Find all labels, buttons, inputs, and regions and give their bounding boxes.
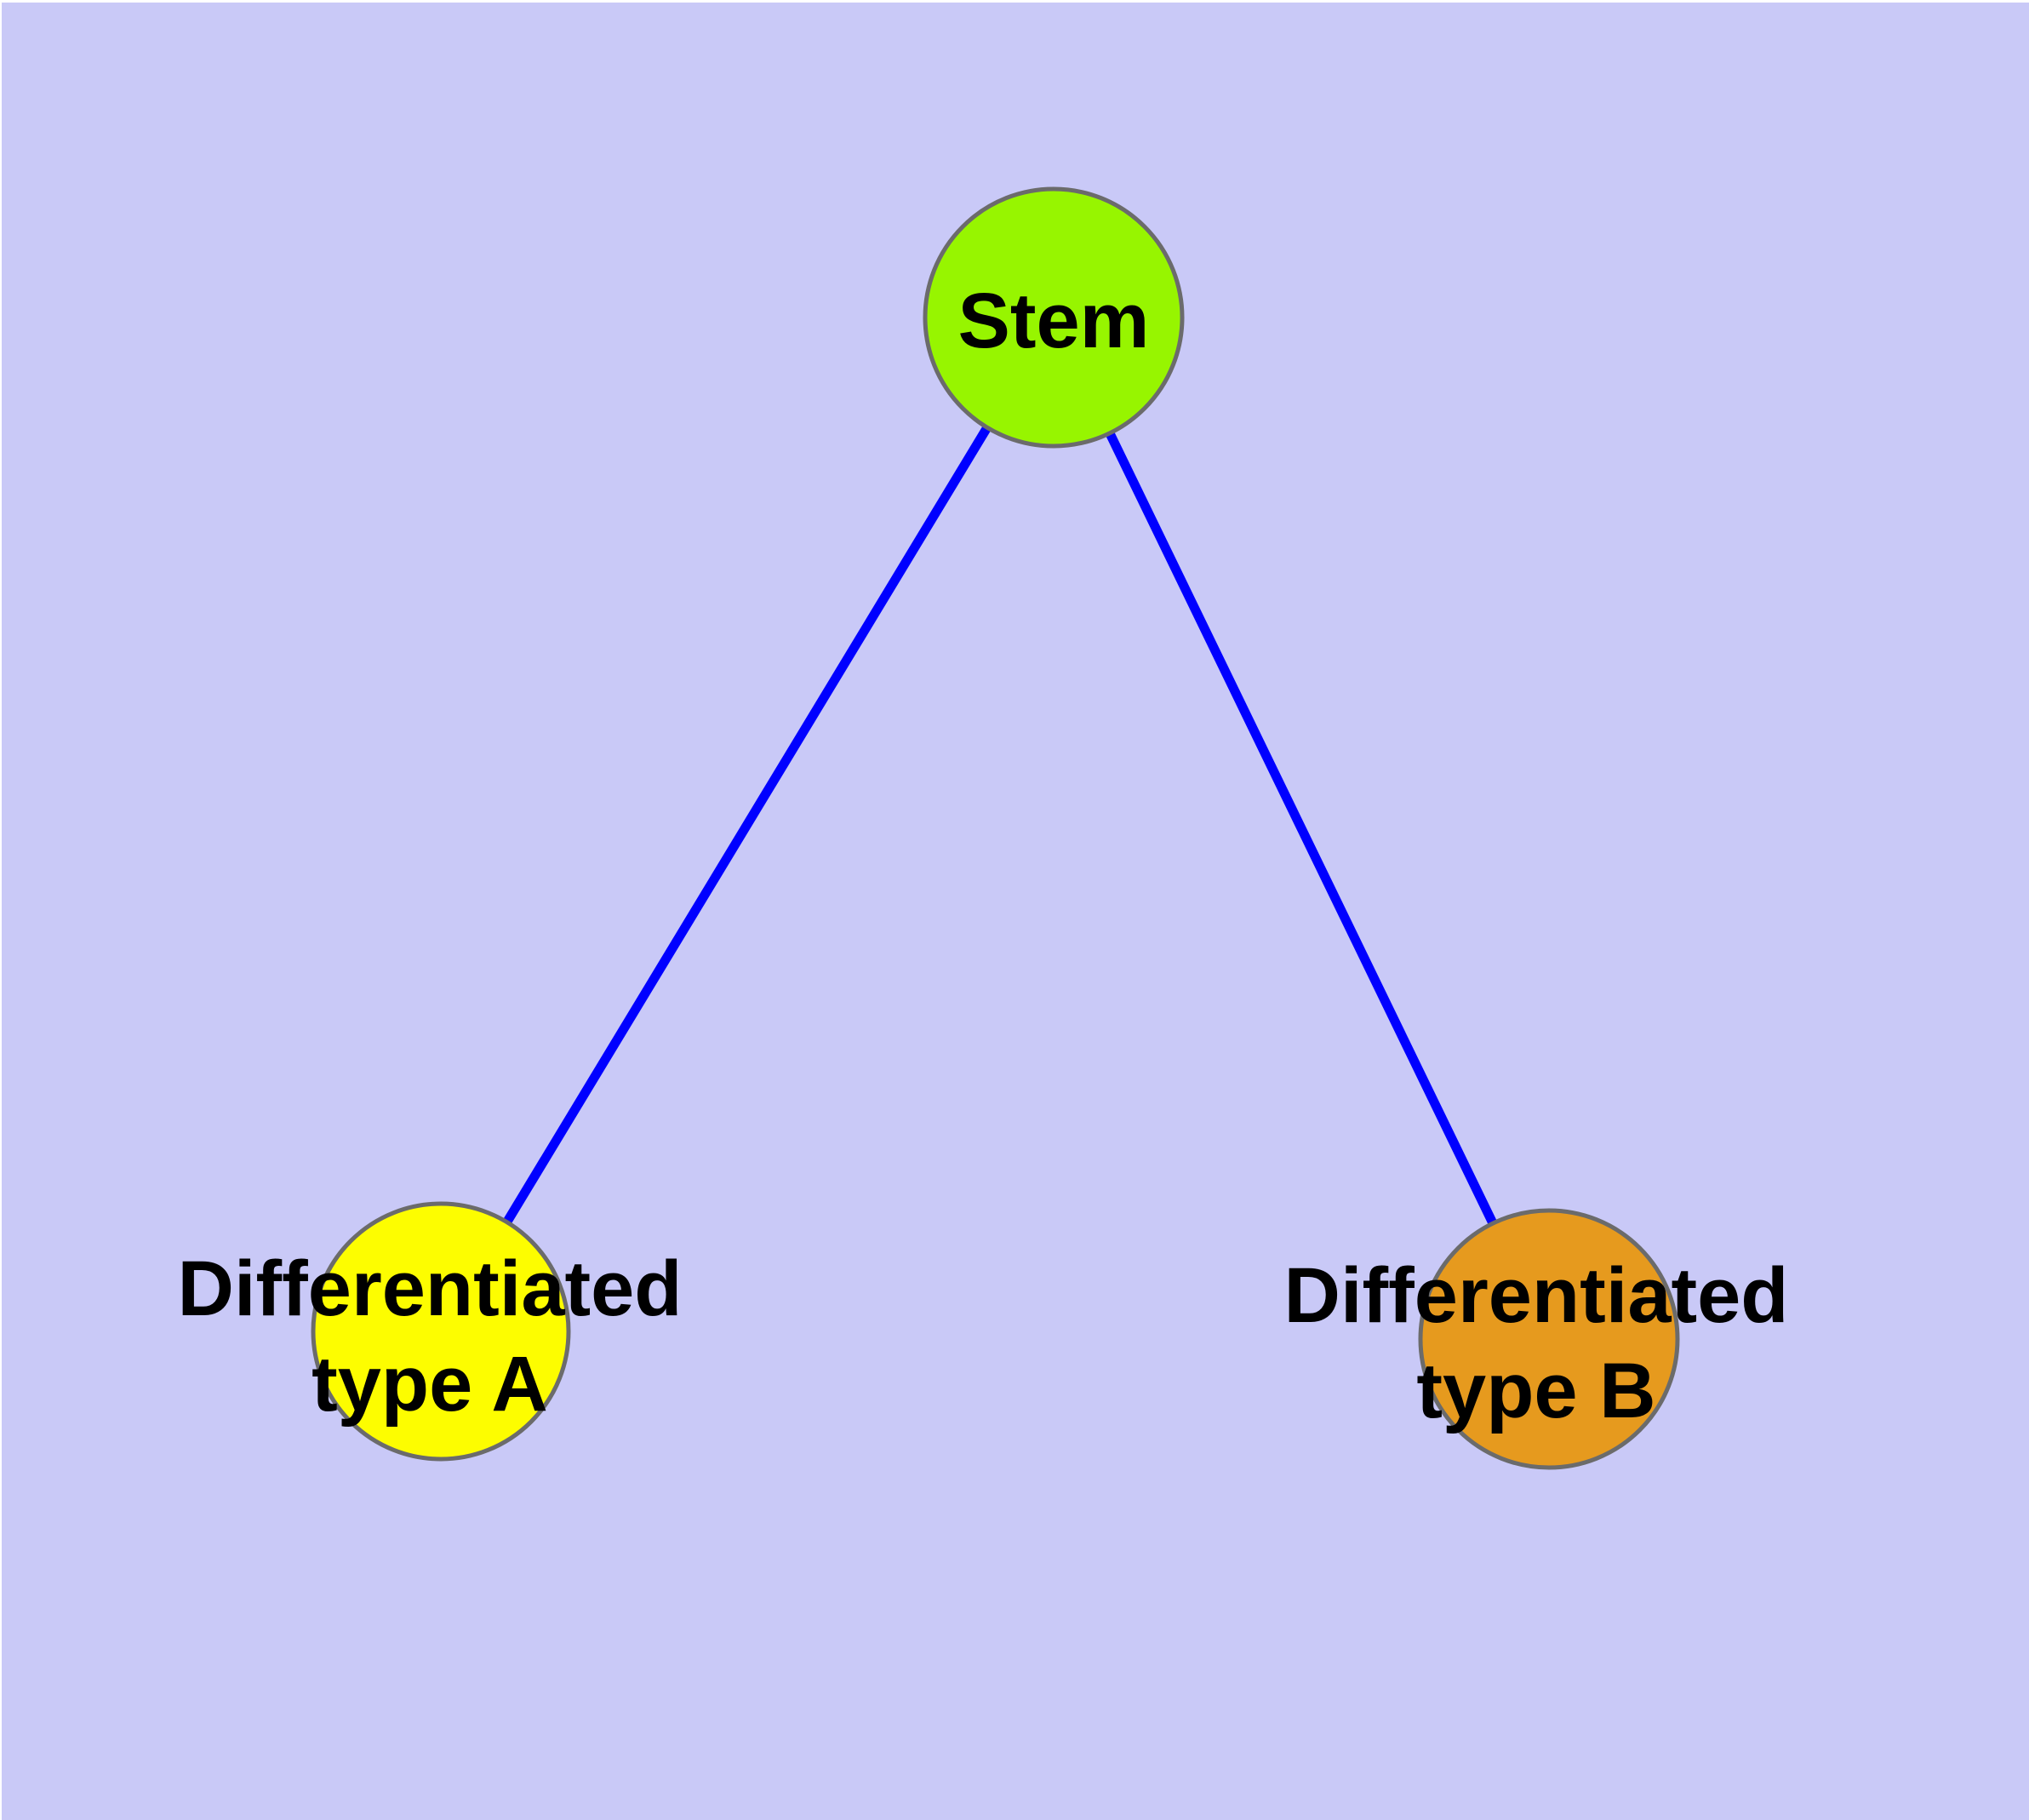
edge-stem-to-type-a: [437, 315, 1058, 1334]
node-type-a-circle: [311, 1201, 571, 1462]
node-stem-label: Stem: [958, 278, 1150, 364]
edge-stem-to-type-b: [1049, 315, 1553, 1342]
node-type-b-label-line2: type B: [1416, 1348, 1655, 1434]
node-type-b-circle: [1418, 1208, 1680, 1470]
node-stem-circle: [923, 186, 1185, 449]
node-type-a-label-line1: Differentiated: [178, 1245, 683, 1332]
node-type-b-label-line1: Differentiated: [1284, 1252, 1789, 1339]
node-type-a-label-line2: type A: [311, 1341, 548, 1428]
